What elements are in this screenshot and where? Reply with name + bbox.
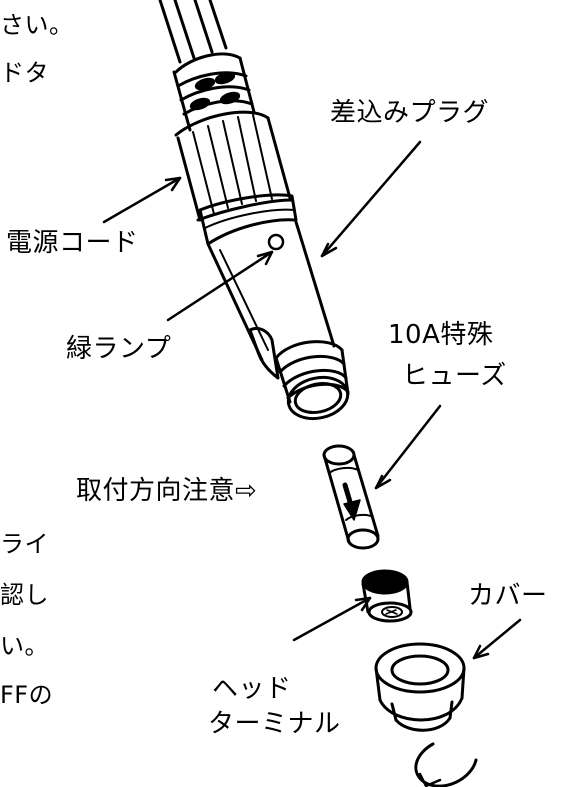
- fuse: [322, 444, 380, 550]
- left-text-fragment: FFの: [0, 681, 54, 709]
- head-terminal: [361, 569, 413, 623]
- cover: [374, 642, 466, 732]
- power-cord: [158, 0, 228, 64]
- rotation-arrow: [414, 742, 478, 787]
- green-lamp-indicator: [267, 233, 285, 251]
- cover-label: カバー: [468, 581, 548, 611]
- plug-body: [206, 220, 336, 380]
- leader-lines: [102, 140, 522, 660]
- cord-strain-relief: [172, 52, 256, 132]
- direction-label: 取付方向注意⇨: [76, 476, 258, 506]
- head-terminal-label-line2: ターミナル: [208, 709, 341, 739]
- power-cord-label: 電源コード: [6, 228, 139, 258]
- left-text-fragment: 認し: [0, 581, 49, 609]
- fuse-label-line1: 10A特殊: [388, 320, 494, 350]
- plug-thread: [274, 340, 350, 421]
- left-text-fragment: い。: [0, 632, 49, 660]
- left-text-fragment: さい。: [0, 11, 74, 39]
- fuse-label-line2: ヒューズ: [402, 361, 507, 391]
- green-lamp-label: 緑ランプ: [66, 334, 172, 364]
- plug-label: 差込みプラグ: [330, 98, 490, 128]
- left-text-fragment: ドタ: [0, 59, 49, 87]
- head-terminal-label-line1: ヘッド: [212, 674, 292, 704]
- plug-collar: [198, 193, 298, 246]
- left-text-fragment: ライ: [0, 530, 49, 558]
- plug-grip: [174, 110, 294, 222]
